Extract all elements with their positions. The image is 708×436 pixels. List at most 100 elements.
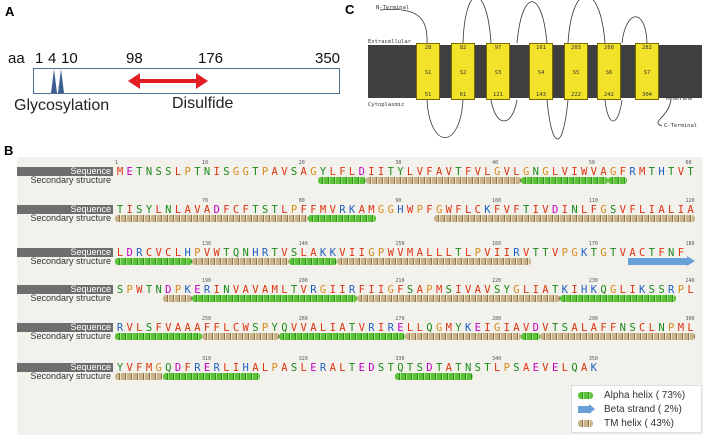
extracellular-label: Extracellular [368,39,412,45]
residue: A [329,362,336,374]
residue: T [136,166,143,178]
position-98-label: 98 [126,50,143,67]
residue: T [551,284,559,296]
topology-loops [379,0,672,140]
residue: T [271,204,278,216]
residue: F [358,284,365,296]
residue: V [339,247,346,259]
residue: R [348,284,356,296]
residue: A [590,322,597,334]
tm-helix-segment [202,333,280,340]
residue: I [571,284,578,296]
residue-index-tick: 60 [685,160,692,166]
residue: I [126,204,133,216]
residue: Q [397,362,404,374]
residue: Y [397,166,404,178]
residue: V [252,284,259,296]
residue: W [406,204,414,216]
residue: P [261,166,269,178]
helix-s7-end: 304 [642,92,652,98]
residue: A [600,166,607,178]
residue: Y [116,362,124,374]
residue: V [542,322,549,334]
tm-helix-segment [115,373,164,380]
residue: I [629,284,636,296]
residue: G [609,166,617,178]
residue-index-tick: 50 [588,160,595,166]
residue: I [532,284,539,296]
residue: A [658,204,665,216]
residue: A [445,362,452,374]
residue: M [116,166,124,178]
residue: T [116,204,124,216]
helix-s6: 260 S6 242 [597,43,621,100]
residue: A [687,204,694,216]
residue: S [290,166,298,178]
residue: P [416,204,423,216]
residue: L [155,204,162,216]
residue-index-tick: 220 [492,278,502,284]
residue: L [426,247,433,259]
helix-s2-name: S2 [459,70,467,76]
residue: L [551,166,559,178]
residue: I [358,247,365,259]
cytoplasmic-label: Cytoplasmic [368,102,405,108]
residue: R [387,322,394,334]
residue: P [261,322,269,334]
residue: T [668,166,675,178]
residue: A [542,284,549,296]
residue: G [310,166,317,178]
residue: H [658,166,665,178]
secondary-structure-row-label: Secondary structure [30,175,111,185]
residue-index-tick: 300 [685,316,695,322]
tm-helix-segment [366,177,522,184]
helix-s3-end: 121 [493,92,503,98]
panel-label-b: B [4,143,14,158]
residue: L [435,247,443,259]
residue-index-tick: 280 [492,316,502,322]
residue: T [271,247,278,259]
residue: S [136,204,143,216]
residue: A [435,166,443,178]
residue-index-tick: 230 [588,278,598,284]
residue: T [455,166,462,178]
residue: V [590,166,597,178]
residue-index-tick: 20 [298,160,305,166]
residue: I [339,284,346,296]
residue: I [503,322,510,334]
helix-s4-end: 143 [536,92,546,98]
residue: K [561,284,568,296]
residue: F [300,204,307,216]
residue: L [619,284,626,296]
residue: T [648,247,655,259]
residue: V [416,166,423,178]
residue: E [532,362,539,374]
secondary-structure-row-label: Secondary structure [30,256,111,266]
position-10-label: 10 [61,50,78,67]
residue: N [155,284,162,296]
residue: D [368,362,375,374]
residue: A [339,322,346,334]
residue: C [232,322,240,334]
residue: A [580,362,588,374]
residue: M [406,247,414,259]
residue: F [464,166,472,178]
residue: F [619,166,626,178]
residue: M [445,322,452,334]
alpha-helix-segment [163,373,261,380]
residue: K [639,284,646,296]
residue: E [474,322,481,334]
residue: T [532,247,539,259]
residue: T [406,362,414,374]
residue: I [455,284,462,296]
residue: T [194,166,201,178]
residue: D [426,362,433,374]
residue: A [522,362,530,374]
glycosylation-site-marker [58,69,64,93]
ss-legend: Alpha helix ( 73%) Beta strand ( 2%) TM … [571,385,702,433]
residue: V [203,247,211,259]
